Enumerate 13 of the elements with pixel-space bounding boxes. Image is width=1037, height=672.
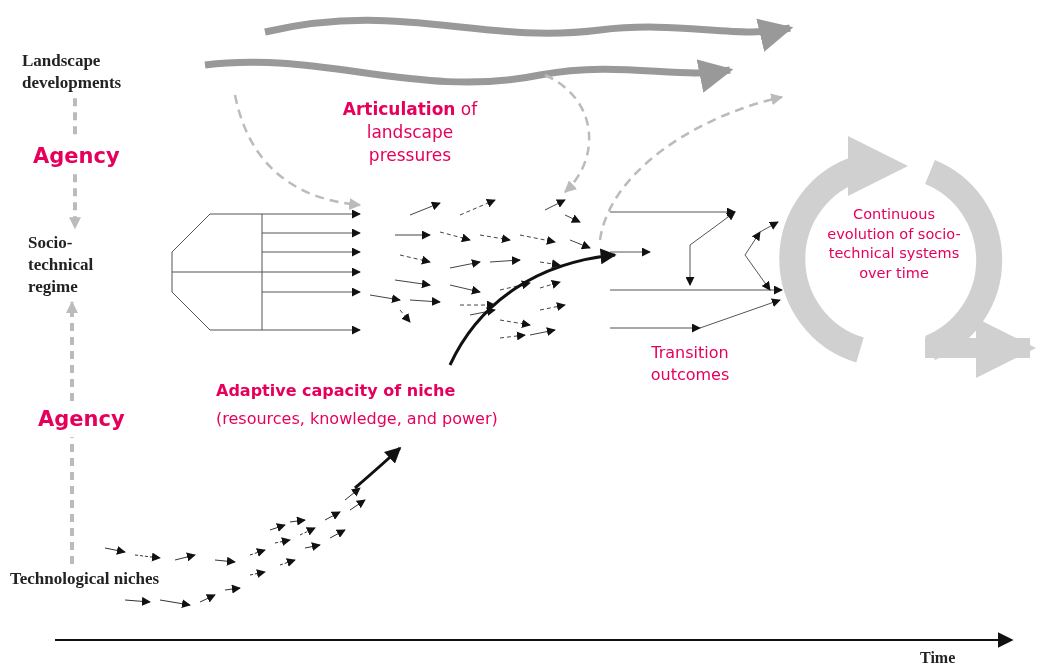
agency-label: Agency [38, 406, 126, 433]
annotation-text: Articulation of landscape pressures [341, 98, 479, 167]
axis-label: Time [920, 648, 956, 668]
dashed-arrow [69, 174, 81, 230]
annotation-text: (resources, knowledge, and power) [216, 407, 499, 430]
dashed-arrow [66, 301, 78, 401]
level-label: Socio-technical regime [28, 232, 95, 299]
agency-label: Agency [33, 143, 121, 170]
annotation-text: Adaptive capacity of niche [216, 380, 457, 402]
level-label: Technological niches [10, 568, 160, 590]
annotation-text: Transition outcomes [649, 342, 731, 386]
annotation-text: Continuous evolution of socio-technical systems over time [826, 205, 962, 283]
level-label: Landscape developments [22, 50, 123, 95]
